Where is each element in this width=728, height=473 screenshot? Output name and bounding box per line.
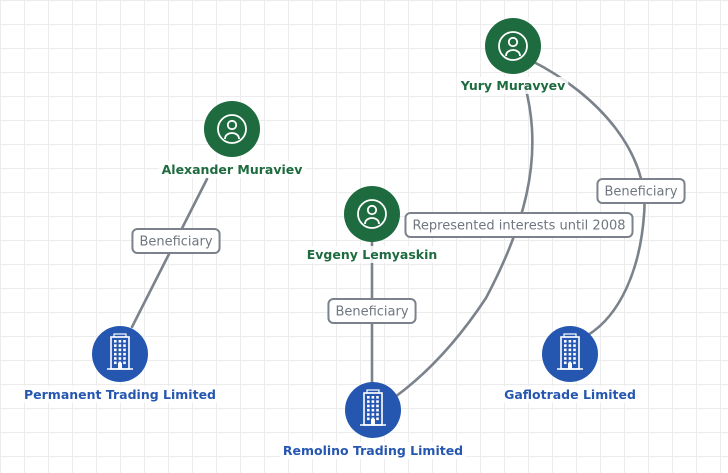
node-label-background (303, 246, 441, 263)
node-permanent-trading-limited[interactable]: Permanent Trading Limited (20, 326, 220, 403)
edge-label[interactable]: Beneficiary (596, 178, 686, 204)
node-label: Yury Muravyev (460, 78, 566, 93)
edge-alexander-permanent[interactable]: Beneficiary (130, 177, 221, 329)
edge-label[interactable]: Represented interests until 2008 (404, 212, 634, 238)
node-label-background (20, 386, 220, 403)
edge-label-box (327, 298, 417, 324)
edge-evgeny-remolino[interactable]: Beneficiary (327, 240, 417, 385)
person-icon (217, 114, 247, 144)
edge-label-text: Beneficiary (139, 235, 212, 250)
person-icon (498, 31, 528, 61)
edge-label[interactable]: Beneficiary (327, 298, 417, 324)
node-alexander-muraviev[interactable]: Alexander Muraviev (158, 101, 306, 178)
node-label-background (158, 161, 306, 178)
edge-label-box (131, 228, 221, 254)
node-label: Gaflotrade Limited (504, 387, 636, 402)
building-icon (557, 333, 583, 370)
node-label: Remolino Trading Limited (283, 443, 463, 458)
node-label-background (456, 77, 569, 94)
edge-line[interactable] (528, 58, 646, 337)
edge-label-box (596, 178, 686, 204)
node-evgeny-lemyaskin[interactable]: Evgeny Lemyaskin (303, 186, 441, 263)
building-icon (107, 333, 133, 370)
edge-yury-gaflotrade[interactable]: Beneficiary (528, 58, 686, 337)
edge-line[interactable] (393, 84, 534, 399)
edge-label-text: Represented interests until 2008 (412, 219, 625, 234)
edge-label-text: Beneficiary (604, 185, 677, 200)
edge-label[interactable]: Beneficiary (131, 228, 221, 254)
node-yury-muravyev[interactable]: Yury Muravyev (456, 18, 569, 94)
edge-label-box (404, 212, 634, 238)
node-remolino-trading-limited[interactable]: Remolino Trading Limited (279, 382, 467, 459)
node-label-background (501, 386, 639, 403)
edge-label-text: Beneficiary (335, 305, 408, 320)
node-label: Evgeny Lemyaskin (307, 247, 438, 262)
node-label: Alexander Muraviev (162, 162, 303, 177)
edge-yury-remolino[interactable]: Represented interests until 2008 (393, 84, 634, 399)
building-icon (360, 389, 386, 426)
node-label-background (279, 442, 467, 459)
node-label: Permanent Trading Limited (24, 387, 216, 402)
person-icon (357, 199, 387, 229)
node-gaflotrade-limited[interactable]: Gaflotrade Limited (501, 326, 639, 403)
